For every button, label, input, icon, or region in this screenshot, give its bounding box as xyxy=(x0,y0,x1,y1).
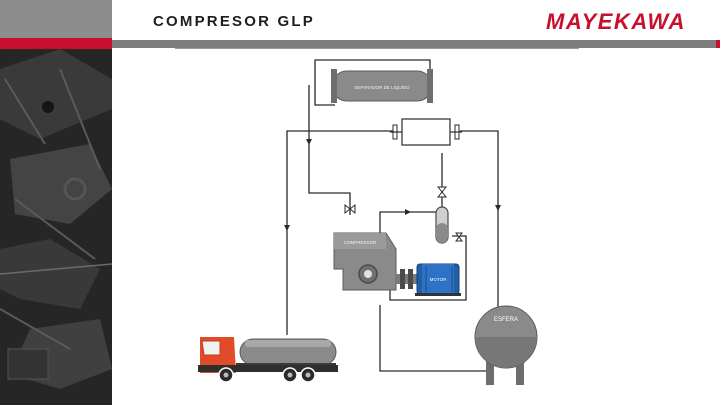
pipe-vessel-return xyxy=(389,235,467,301)
valve-vessel-side xyxy=(455,232,463,242)
oil-separator-vessel xyxy=(435,206,449,244)
sphere-label: ESFERA xyxy=(494,317,518,323)
motor-label: MOTOR xyxy=(430,277,447,282)
header-divider xyxy=(112,40,720,48)
liquid-separator: SEPARADOR DE LIQUIDO xyxy=(331,69,433,103)
mayekawa-logo: MAYEKAWA xyxy=(546,8,700,32)
left-panel-gray-block xyxy=(0,0,112,38)
left-photo-panel xyxy=(0,0,112,405)
valves xyxy=(344,186,463,291)
pipe-compressor-to-vessel xyxy=(379,211,440,235)
pipe-right-vertical xyxy=(460,130,499,310)
valve-vessel-top xyxy=(436,186,448,198)
process-diagram: SEPARADOR DE LIQUIDO COMPRESSOR MOTOR xyxy=(198,59,538,385)
tanker-truck xyxy=(198,337,338,383)
machinery-photo xyxy=(0,49,112,405)
compressor-label: COMPRESSOR xyxy=(344,240,377,245)
logo-text: MAYEKAWA xyxy=(546,9,686,32)
coupling xyxy=(395,269,417,289)
header-divider-accent xyxy=(716,40,720,48)
pipe-top-loop xyxy=(314,59,431,106)
separator-label: SEPARADOR DE LIQUIDO xyxy=(354,85,410,90)
storage-sphere: ESFERA xyxy=(474,305,538,385)
header-thin-line xyxy=(175,48,579,49)
pipe-left-vertical xyxy=(286,130,393,335)
pipe-bottom xyxy=(379,305,490,372)
motor: MOTOR xyxy=(415,263,461,296)
page-title: COMPRESOR GLP xyxy=(153,13,315,30)
compressor: COMPRESSOR xyxy=(333,232,397,291)
valve-suction xyxy=(344,203,356,215)
flow-arrows xyxy=(284,139,501,231)
heat-exchanger xyxy=(390,118,462,146)
piping-lines xyxy=(286,59,499,372)
left-panel-red-bar xyxy=(0,38,112,49)
